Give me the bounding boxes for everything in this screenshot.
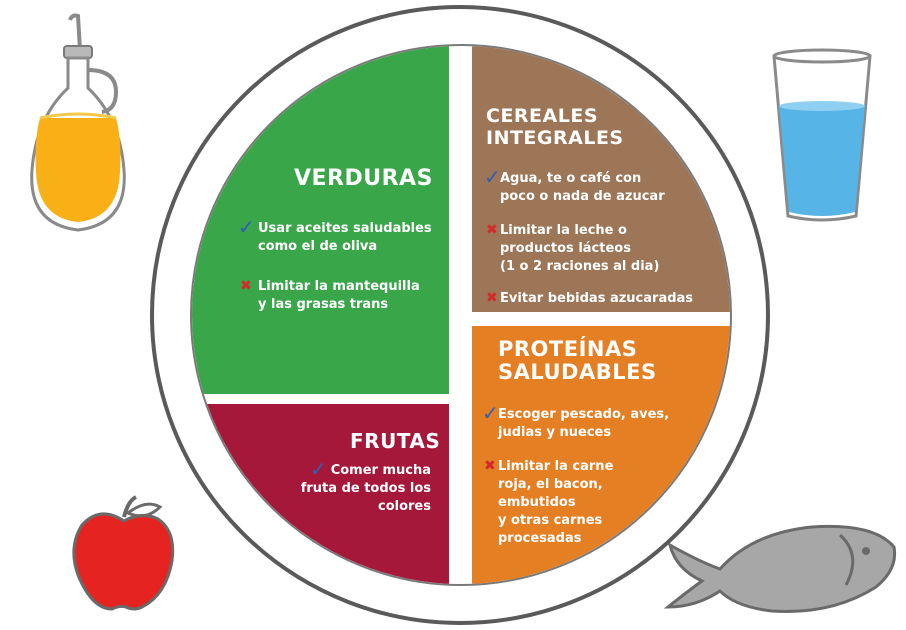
section-cereales: CEREALES INTEGRALES ✓ Agua, te o café co… xyxy=(472,46,730,312)
apple-icon xyxy=(72,495,175,611)
checkmark-icon: ✓ xyxy=(482,401,499,425)
cross-icon: ✖ xyxy=(484,458,496,474)
plate: VERDURAS ✓ Usar aceites saludables como … xyxy=(190,44,732,586)
cross-icon: ✖ xyxy=(240,278,252,294)
checkmark-icon: ✓ xyxy=(238,215,255,239)
cross-icon: ✖ xyxy=(486,290,498,306)
cereales-title: CEREALES INTEGRALES xyxy=(486,105,624,149)
proteinas-title: PROTEÍNAS SALUDABLES xyxy=(498,337,657,385)
checkmark-icon: ✓ xyxy=(310,457,327,481)
verduras-title: VERDURAS xyxy=(294,166,433,191)
water-glass-icon xyxy=(772,48,872,222)
section-frutas: FRUTAS ✓ Comer mucha fruta de todos los … xyxy=(192,404,449,584)
frutas-title: FRUTAS xyxy=(350,429,441,453)
olive-oil-bottle-icon xyxy=(30,13,126,232)
checkmark-icon: ✓ xyxy=(484,165,501,189)
section-proteinas: PROTEÍNAS SALUDABLES ✓ Escoger pescado, … xyxy=(472,326,730,584)
section-verduras: VERDURAS ✓ Usar aceites saludables como … xyxy=(192,46,449,394)
cross-icon: ✖ xyxy=(486,222,498,238)
